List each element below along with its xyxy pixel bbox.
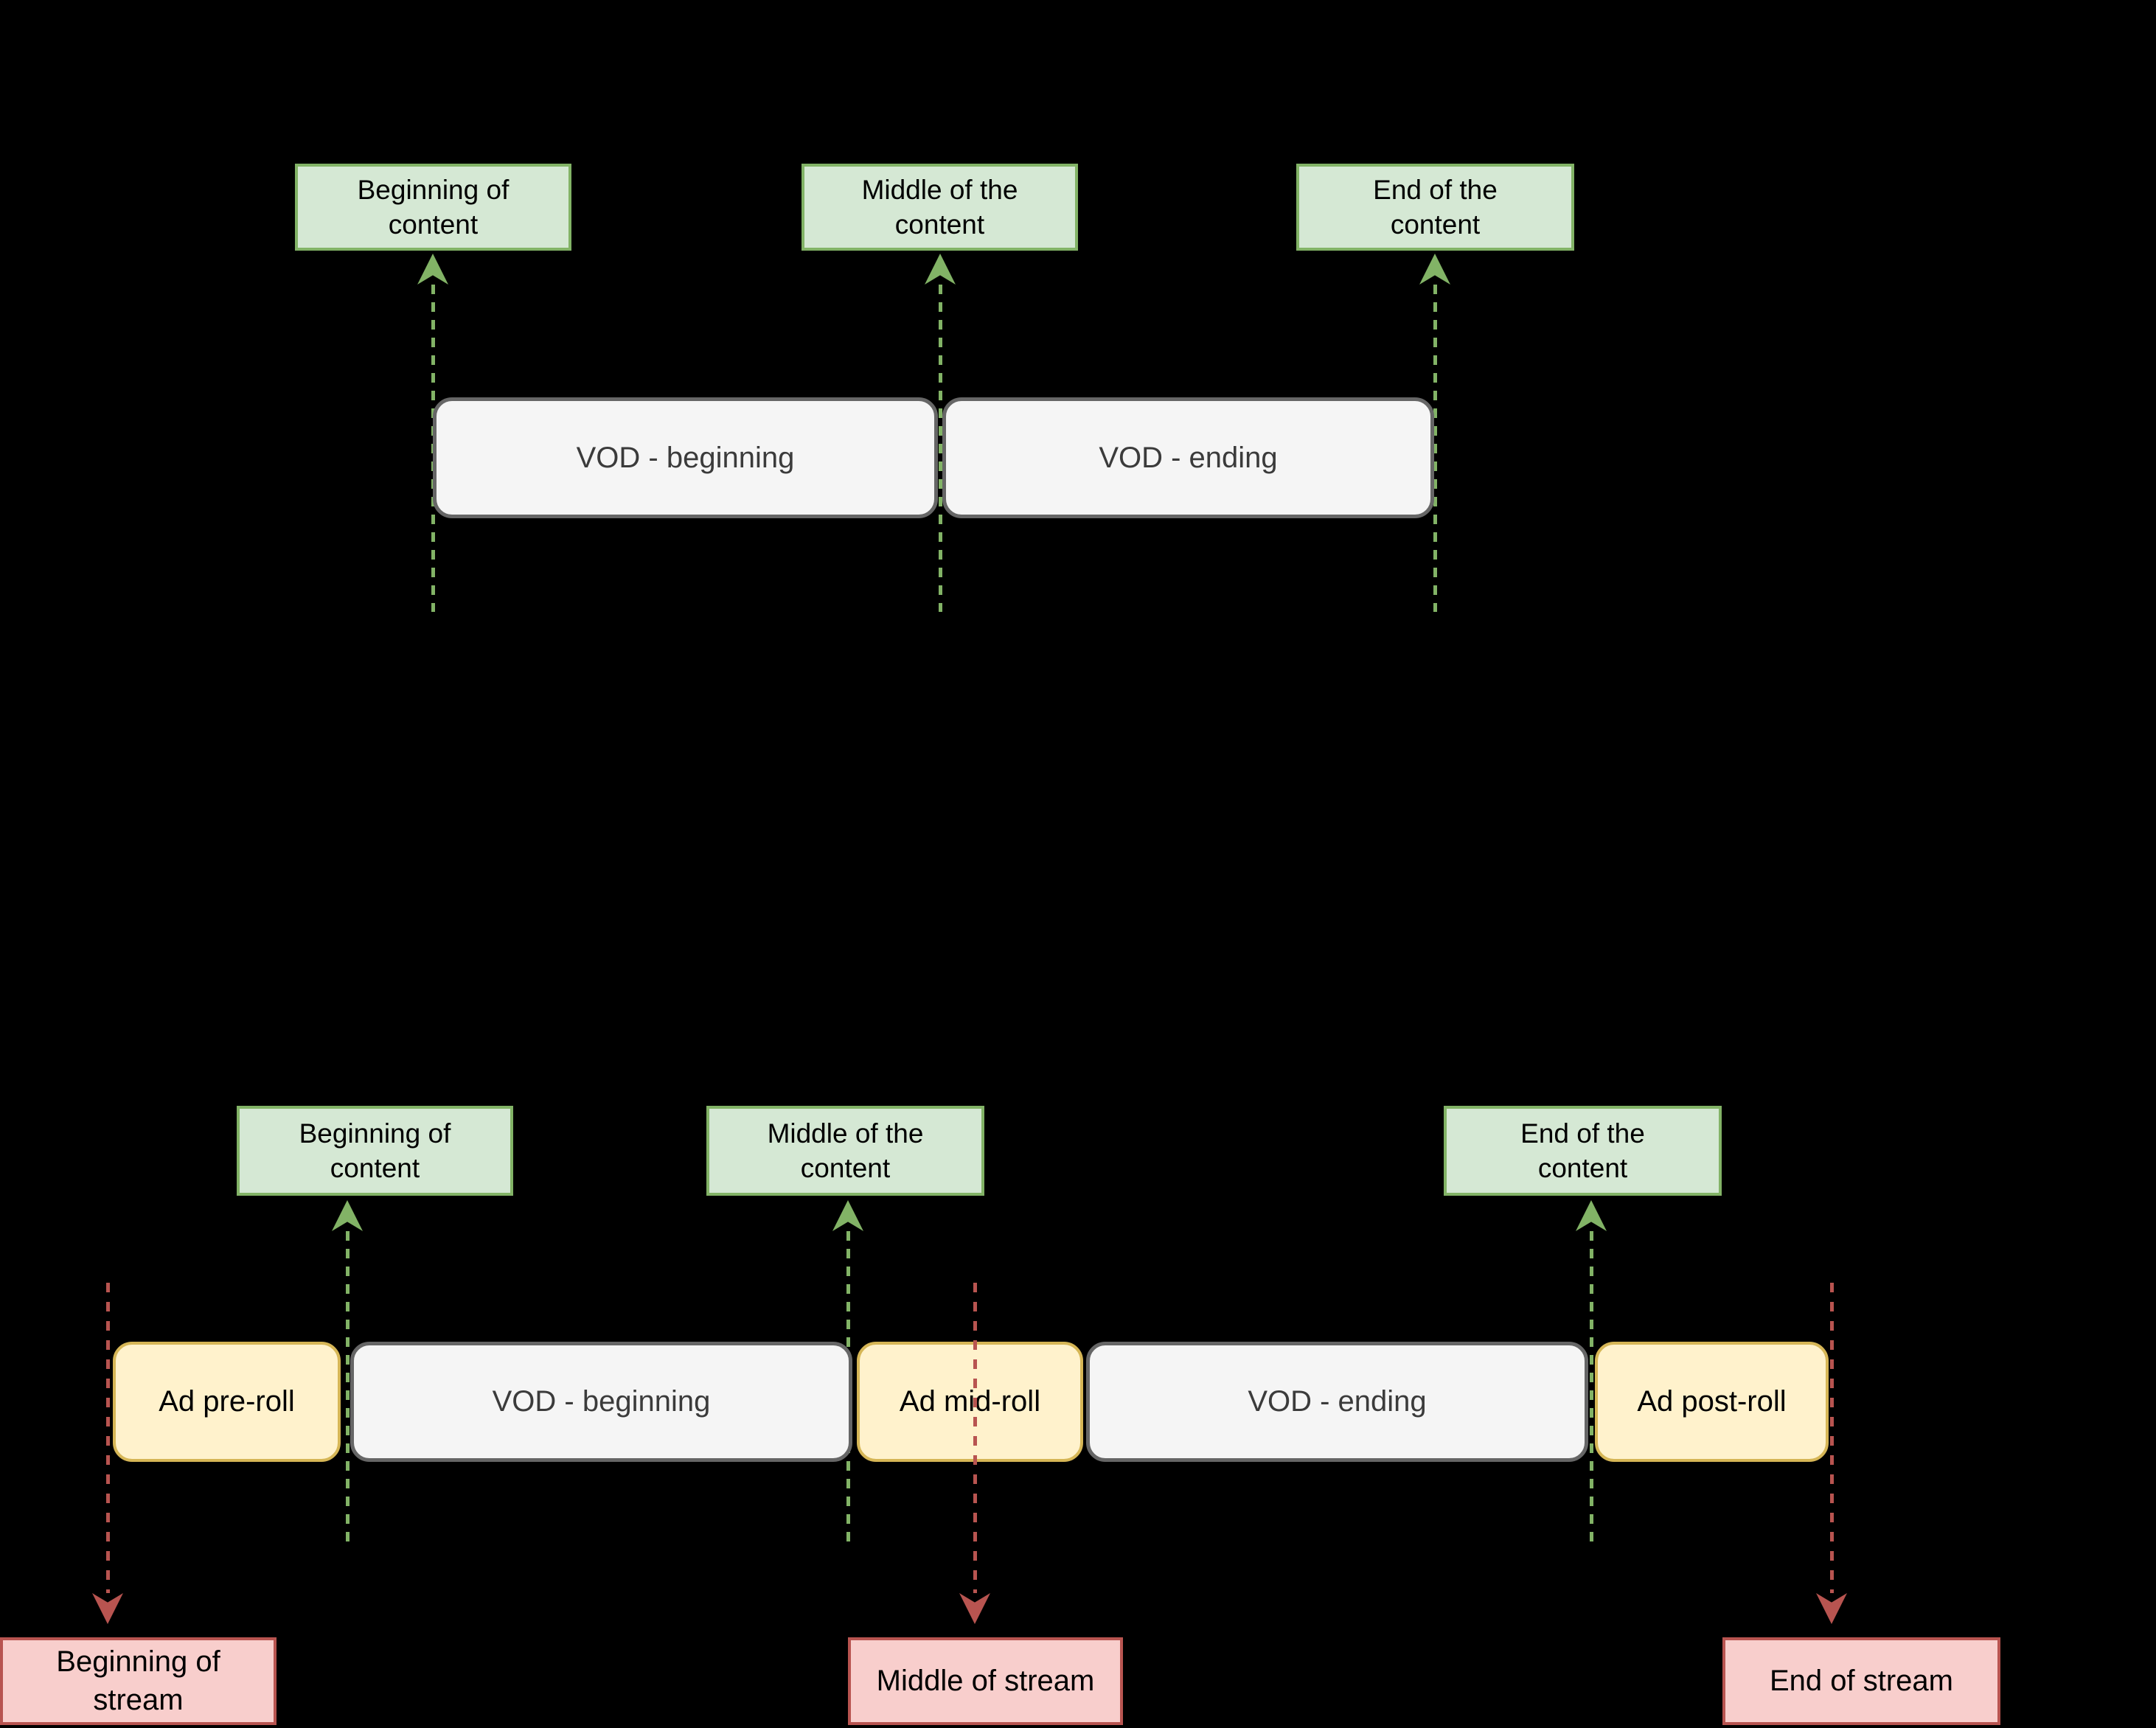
segment-ad-mid-roll: Ad mid-roll	[857, 1342, 1083, 1462]
marker-label: Beginning of content	[299, 1118, 451, 1183]
arrow-up-icon	[832, 1200, 863, 1231]
marker-end-of-content-bottom: End of the content	[1444, 1106, 1722, 1196]
dashed-line	[973, 1283, 977, 1593]
segment-ad-post-roll: Ad post-roll	[1595, 1342, 1829, 1462]
dashed-line	[1433, 285, 1437, 612]
marker-label: Beginning of content	[357, 174, 510, 240]
marker-beginning-of-stream: Beginning of stream	[0, 1637, 277, 1725]
marker-beginning-of-content-top: Beginning of content	[295, 164, 571, 251]
dashed-line	[431, 285, 435, 612]
segment-label: VOD - beginning	[492, 1385, 711, 1418]
arrow-up-icon	[417, 254, 448, 285]
marker-middle-of-stream: Middle of stream	[848, 1637, 1123, 1725]
segment-label: VOD - ending	[1099, 441, 1278, 474]
stream-label: Middle of stream	[876, 1664, 1095, 1697]
segment-label: VOD - ending	[1248, 1385, 1427, 1418]
arrow-down-icon	[1816, 1593, 1847, 1624]
marker-label: End of the content	[1520, 1118, 1645, 1183]
dashed-line	[1830, 1283, 1834, 1593]
arrow-down-icon	[959, 1593, 990, 1624]
marker-label: End of the content	[1373, 174, 1498, 240]
arrow-down-icon	[92, 1593, 123, 1624]
arrow-up-icon	[1419, 254, 1450, 285]
marker-middle-of-content-bottom: Middle of the content	[706, 1106, 984, 1196]
segment-label: VOD - beginning	[576, 441, 795, 474]
stream-label: End of stream	[1769, 1664, 1953, 1697]
arrow-up-icon	[332, 1200, 363, 1231]
dashed-line	[106, 1283, 110, 1593]
segment-vod-ending-bottom: VOD - ending	[1086, 1342, 1588, 1462]
marker-label: Middle of the content	[861, 174, 1018, 240]
dashed-line	[939, 285, 942, 612]
segment-vod-beginning-top: VOD - beginning	[433, 397, 938, 518]
dashed-line	[846, 1231, 850, 1548]
arrow-up-icon	[1576, 1200, 1607, 1231]
dashed-line	[346, 1231, 350, 1548]
marker-end-of-stream: End of stream	[1722, 1637, 2000, 1725]
marker-middle-of-content-top: Middle of the content	[801, 164, 1078, 251]
marker-label: Middle of the content	[767, 1118, 924, 1183]
dashed-line	[1590, 1231, 1593, 1548]
marker-end-of-content-top: End of the content	[1296, 164, 1574, 251]
segment-label: Ad mid-roll	[899, 1385, 1041, 1418]
segment-vod-beginning-bottom: VOD - beginning	[350, 1342, 852, 1462]
segment-label: Ad post-roll	[1637, 1385, 1787, 1418]
segment-label: Ad pre-roll	[159, 1385, 295, 1418]
marker-beginning-of-content-bottom: Beginning of content	[237, 1106, 513, 1196]
arrow-up-icon	[925, 254, 956, 285]
segment-ad-pre-roll: Ad pre-roll	[113, 1342, 341, 1462]
stream-label: Beginning of stream	[56, 1645, 220, 1716]
segment-vod-ending-top: VOD - ending	[942, 397, 1434, 518]
